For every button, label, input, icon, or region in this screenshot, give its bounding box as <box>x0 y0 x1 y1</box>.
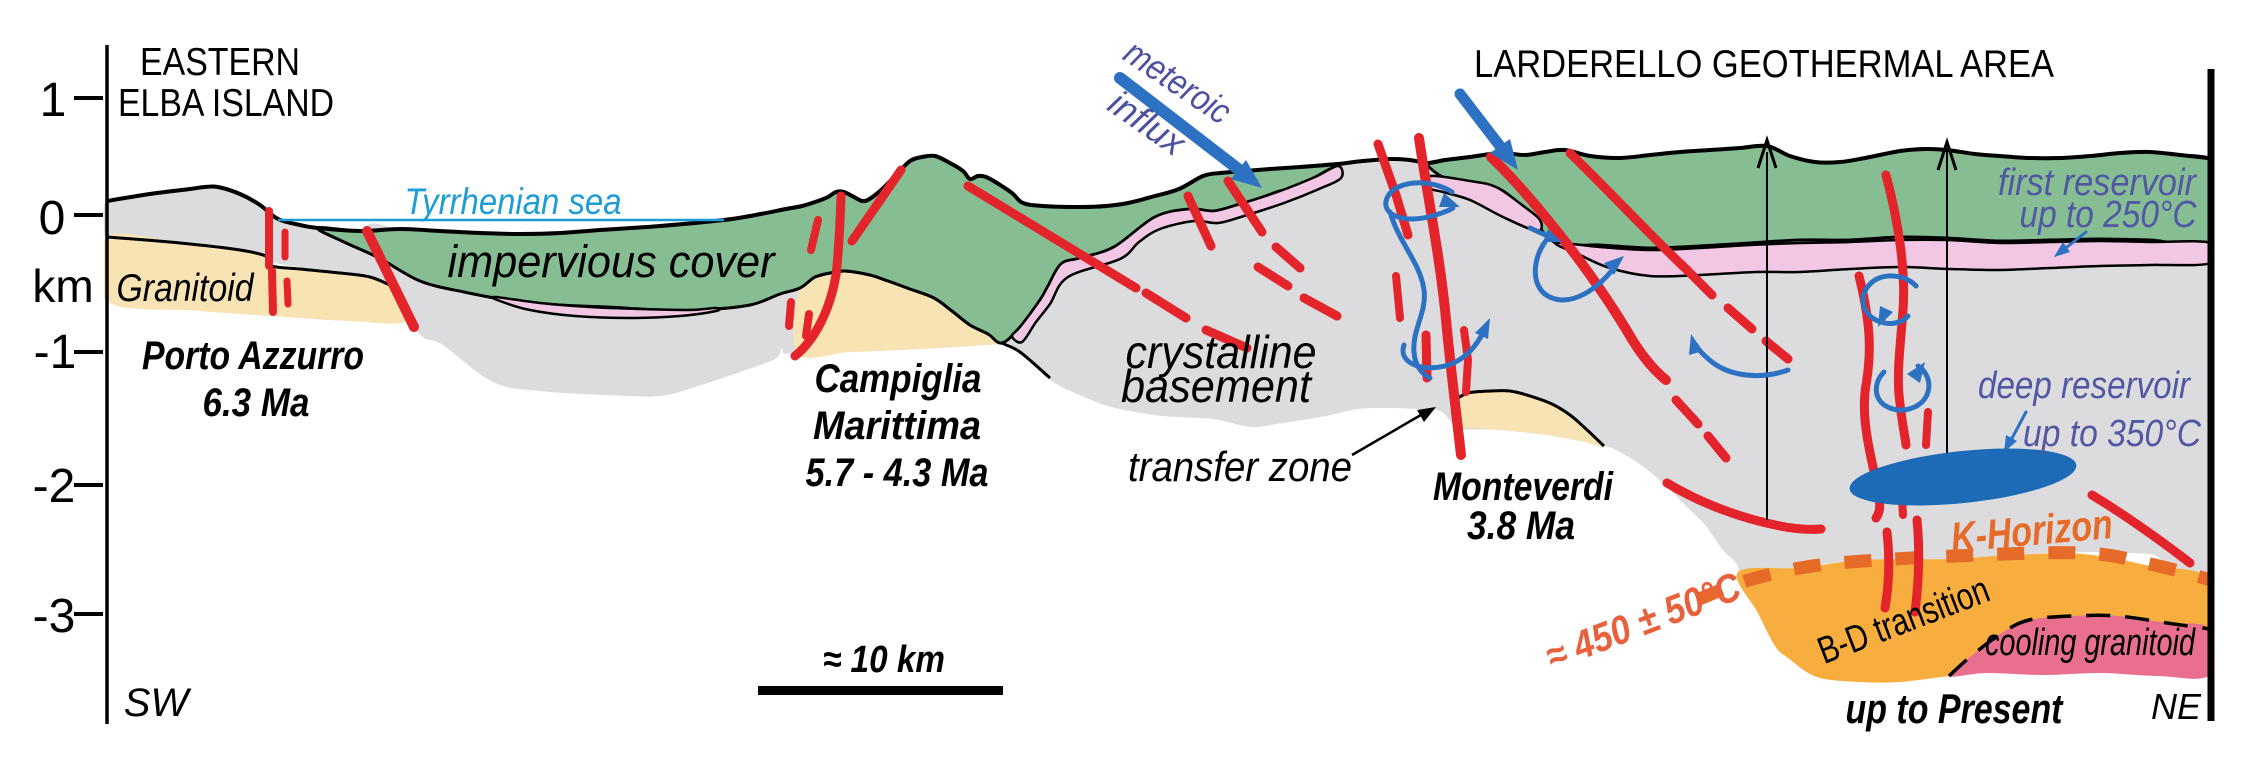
svg-text:up to 350°C: up to 350°C <box>2023 413 2201 455</box>
svg-text:EASTERN: EASTERN <box>140 41 300 84</box>
svg-text:-1: -1 <box>34 326 77 379</box>
svg-text:1: 1 <box>40 74 67 127</box>
svg-text:Granitoid: Granitoid <box>117 267 255 310</box>
svg-text:transfer zone: transfer zone <box>1128 443 1352 490</box>
svg-text:cooling granitoid: cooling granitoid <box>1985 622 2196 664</box>
svg-text:SW: SW <box>124 681 192 725</box>
svg-text:basement: basement <box>1121 360 1313 412</box>
svg-text:crystalline: crystalline <box>1126 326 1317 378</box>
svg-text:6.3 Ma: 6.3 Ma <box>203 381 310 425</box>
svg-text:impervious cover: impervious cover <box>448 236 777 287</box>
svg-text:5.7 - 4.3 Ma: 5.7 - 4.3 Ma <box>806 451 989 495</box>
svg-text:0: 0 <box>39 192 66 245</box>
svg-text:-3: -3 <box>33 590 76 643</box>
svg-text:ELBA ISLAND: ELBA ISLAND <box>118 82 334 125</box>
svg-text:NE: NE <box>2151 686 2202 727</box>
svg-text:up to 250°C: up to 250°C <box>2020 194 2197 236</box>
svg-text:Marittima: Marittima <box>813 404 981 448</box>
svg-text:Porto Azzurro: Porto Azzurro <box>142 334 364 378</box>
svg-text:first reservoir: first reservoir <box>1998 162 2197 204</box>
svg-text:LARDERELLO GEOTHERMAL AREA: LARDERELLO GEOTHERMAL AREA <box>1474 43 2054 86</box>
svg-text:deep reservoir: deep reservoir <box>1978 365 2191 407</box>
svg-text:≈ 10 km: ≈ 10 km <box>823 639 945 681</box>
svg-text:Monteverdi: Monteverdi <box>1433 465 1614 509</box>
svg-text:up to Present: up to Present <box>1846 685 2065 732</box>
svg-text:km: km <box>32 260 93 312</box>
svg-text:Campiglia: Campiglia <box>815 357 982 401</box>
svg-text:Tyrrhenian sea: Tyrrhenian sea <box>405 181 622 222</box>
svg-text:3.8 Ma: 3.8 Ma <box>1467 504 1575 548</box>
svg-text:-2: -2 <box>33 460 76 513</box>
